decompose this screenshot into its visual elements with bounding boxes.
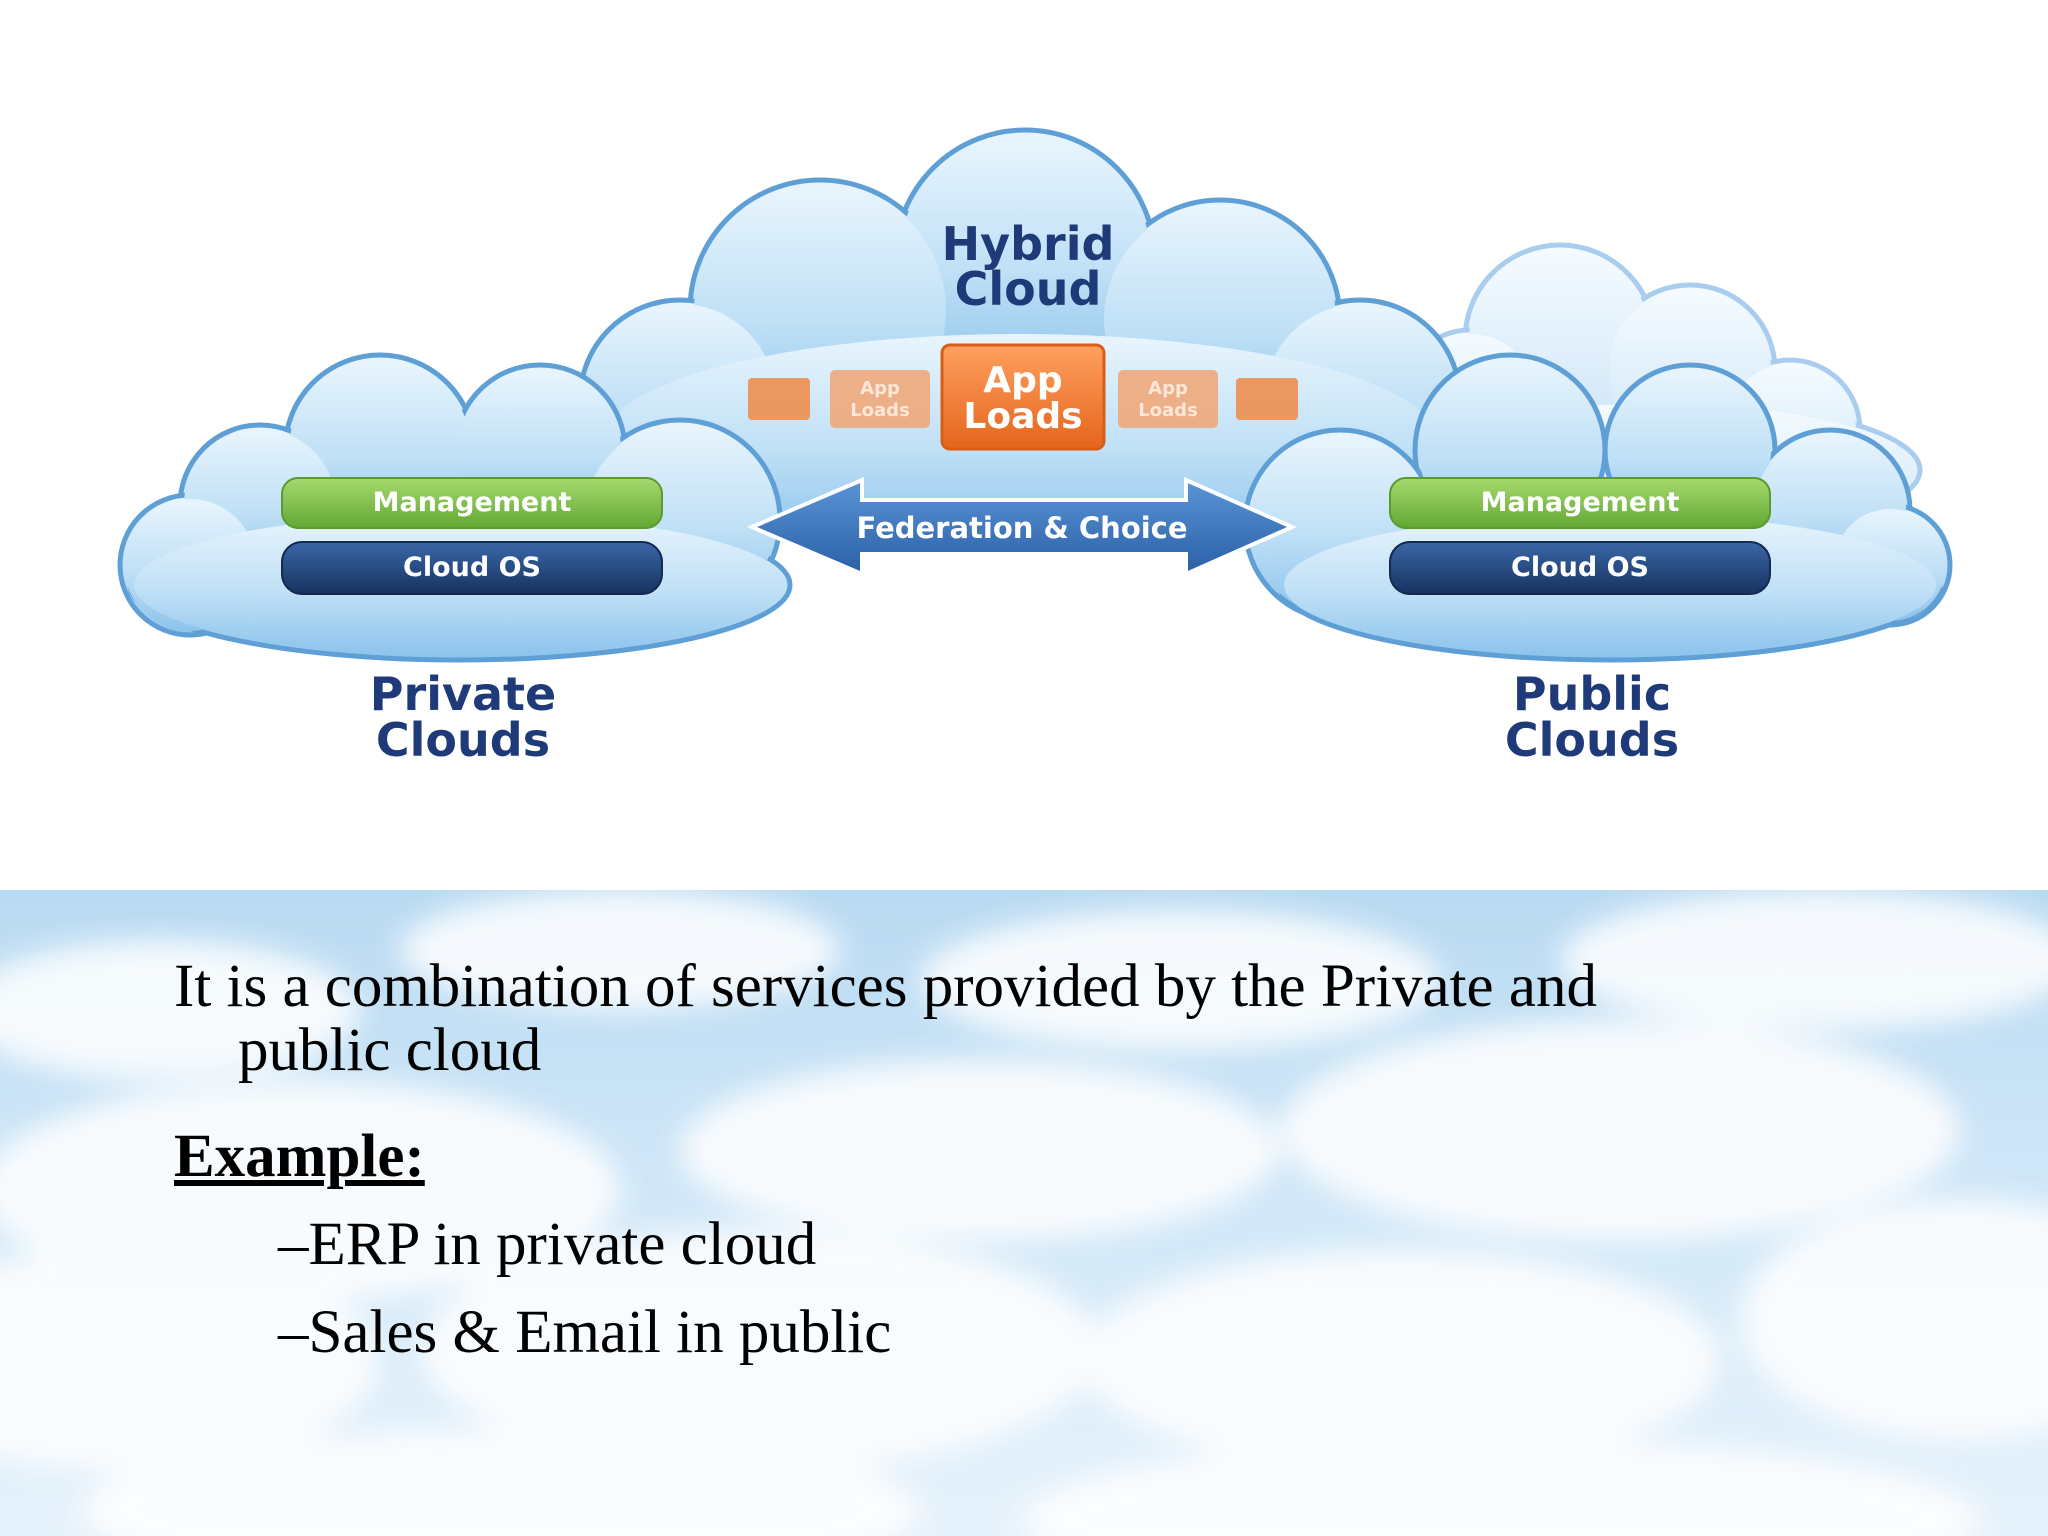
private-cloud-os-bar: Cloud OS (281, 541, 663, 595)
sky-clouds (0, 890, 2048, 1536)
example-heading: Example: (174, 1123, 425, 1190)
private-clouds-label-line2: Clouds (376, 713, 550, 767)
app-load-faded-left-line1: App (860, 378, 900, 399)
public-clouds-label-line1: Public (1513, 667, 1671, 721)
app-load-block-edge-right (1236, 378, 1298, 420)
app-load-faded-right-line1: App (1148, 378, 1188, 399)
hybrid-cloud-title-line1: Hybrid (942, 217, 1115, 271)
example-item-erp: –ERP in private cloud (278, 1211, 817, 1278)
private-management-bar: Management (281, 477, 663, 529)
public-management-bar: Management (1389, 477, 1771, 529)
app-loads-main-line1: App (983, 360, 1062, 401)
public-cloud-os-bar: Cloud OS (1389, 541, 1771, 595)
app-load-block-edge-left (748, 378, 810, 420)
private-clouds-label-line1: Private (370, 667, 556, 721)
hybrid-cloud-diagram: Hybrid Cloud App Loads App Loads App Loa… (117, 127, 1953, 767)
app-load-faded-left-line2: Loads (850, 400, 910, 421)
app-loads-row: App Loads App Loads App Loads (748, 343, 1298, 451)
sky-background (0, 890, 2048, 1536)
public-management-label: Management (1481, 487, 1680, 518)
federation-arrow: Federation & Choice (746, 476, 1297, 578)
hybrid-cloud-title-line2: Cloud (955, 262, 1102, 316)
private-cloud-os-label: Cloud OS (403, 552, 541, 583)
description-line-1: It is a combination of services provided… (174, 953, 1597, 1020)
private-management-label: Management (373, 487, 572, 518)
app-load-faded-right-line2: Loads (1138, 400, 1198, 421)
public-cloud-os-label: Cloud OS (1511, 552, 1649, 583)
federation-arrow-label: Federation & Choice (856, 511, 1187, 545)
app-loads-main-line2: Loads (963, 396, 1082, 437)
app-load-block-faded-right (1118, 370, 1218, 428)
app-loads-main-box (940, 343, 1106, 451)
app-load-block-faded-left (830, 370, 930, 428)
slide-body-text: It is a combination of services provided… (174, 955, 1934, 1365)
public-clouds-label-line2: Clouds (1505, 713, 1679, 767)
example-item-sales-email: –Sales & Email in public (278, 1299, 892, 1366)
description-line-2: public cloud (238, 1017, 542, 1084)
